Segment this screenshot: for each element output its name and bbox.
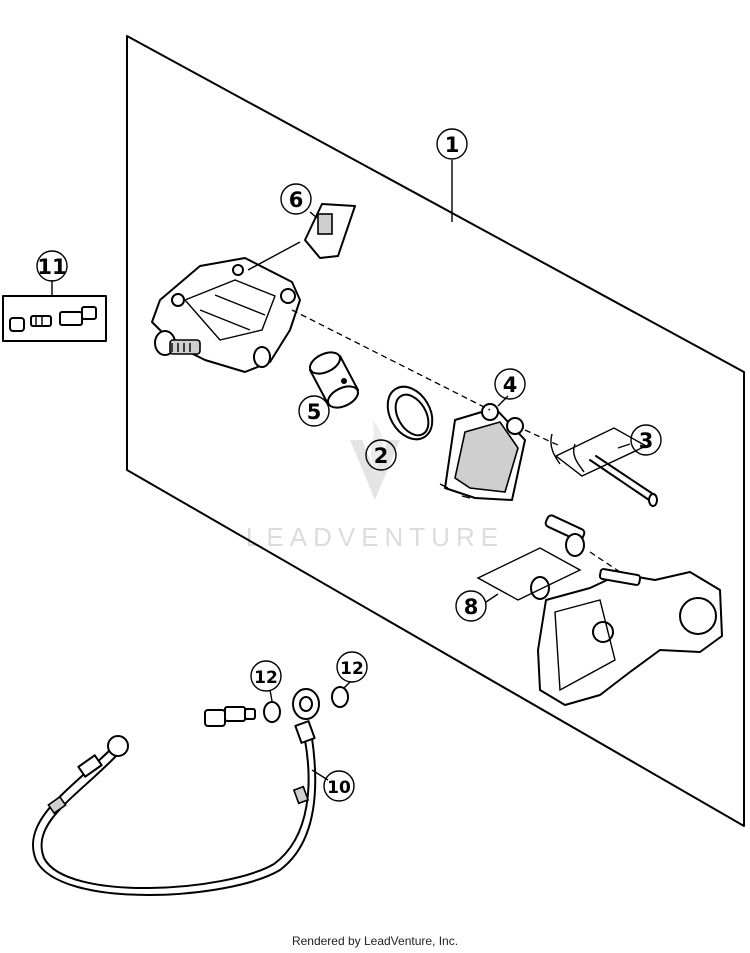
watermark: LEADVENTURE bbox=[246, 420, 504, 552]
svg-text:10: 10 bbox=[327, 778, 351, 798]
callout-3: 3 bbox=[630, 424, 662, 456]
slide-pins bbox=[476, 514, 586, 601]
callout-10: 10 bbox=[323, 770, 355, 802]
svg-text:6: 6 bbox=[289, 188, 304, 212]
svg-text:1: 1 bbox=[445, 133, 460, 157]
assembly-axis-3 bbox=[589, 551, 621, 573]
piston bbox=[309, 351, 359, 409]
svg-text:12: 12 bbox=[340, 659, 364, 679]
callout-8: 8 bbox=[455, 590, 487, 622]
callout-11: 11 bbox=[36, 250, 68, 282]
callout-12-left: 12 bbox=[250, 660, 282, 692]
watermark-logo-icon bbox=[350, 440, 400, 500]
footer-credit: Rendered by LeadVenture, Inc. bbox=[291, 934, 459, 948]
svg-text:5: 5 bbox=[307, 400, 322, 424]
callout-12-right: 12 bbox=[336, 651, 368, 683]
svg-text:3: 3 bbox=[639, 429, 654, 453]
callout-6: 6 bbox=[280, 183, 312, 215]
kit-11-box bbox=[2, 295, 107, 342]
svg-text:4: 4 bbox=[503, 373, 518, 397]
washer-left bbox=[263, 701, 281, 723]
assembly-axis-1 bbox=[291, 309, 491, 411]
svg-text:2: 2 bbox=[374, 444, 389, 468]
banjo-bolt bbox=[204, 706, 256, 727]
washer-right bbox=[331, 686, 349, 708]
assembly-frame bbox=[126, 35, 745, 827]
caliper-bracket bbox=[537, 568, 723, 706]
callout-1: 1 bbox=[436, 128, 468, 160]
callout-2: 2 bbox=[365, 439, 397, 471]
callout-4: 4 bbox=[494, 368, 526, 400]
svg-text:8: 8 bbox=[464, 595, 479, 619]
pad-spring bbox=[247, 203, 356, 271]
caliper-body bbox=[151, 257, 301, 373]
watermark-logo-flame-icon bbox=[371, 420, 383, 470]
brake-hose bbox=[32, 688, 320, 896]
svg-text:12: 12 bbox=[254, 668, 278, 688]
watermark-text: LEADVENTURE bbox=[246, 522, 504, 552]
assembly-axis-2 bbox=[524, 429, 561, 447]
bleeder-kit-parts bbox=[9, 306, 97, 332]
svg-text:11: 11 bbox=[37, 255, 66, 279]
pad-pin-kit bbox=[550, 427, 658, 507]
callout-5: 5 bbox=[298, 395, 330, 427]
brake-pads bbox=[439, 403, 526, 501]
piston-seal bbox=[386, 385, 434, 441]
